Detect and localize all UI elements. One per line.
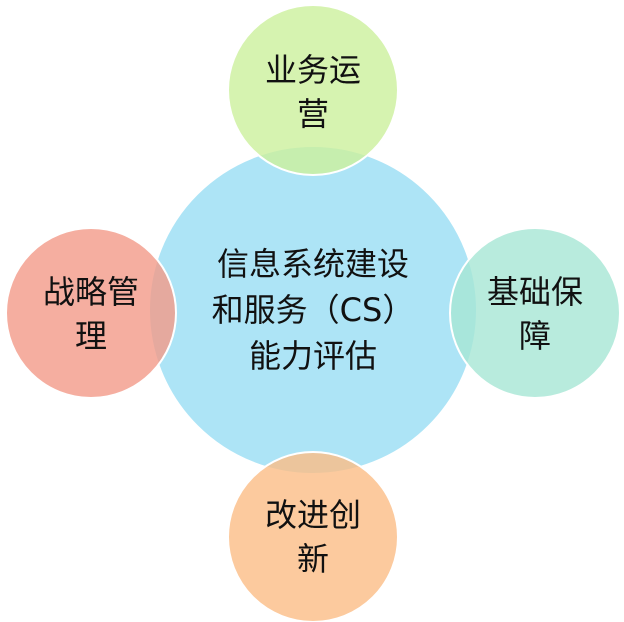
right-line-2: 障 <box>518 317 551 355</box>
right-line-1: 基础保 <box>486 273 583 311</box>
right-node-label: 基础保 障 <box>455 270 615 358</box>
left-line-1: 战略管 <box>42 273 139 311</box>
top-line-2: 营 <box>296 95 329 133</box>
bottom-line-1: 改进创 <box>264 496 361 534</box>
left-circle <box>5 227 177 399</box>
left-node-label: 战略管 理 <box>11 270 171 358</box>
bottom-circle <box>227 451 399 622</box>
left-line-2: 理 <box>74 317 107 355</box>
bottom-line-2: 新 <box>296 540 329 578</box>
top-line-1: 业务运 <box>264 51 361 89</box>
center-label: 信息系统建设 和服务（CS） 能力评估 <box>163 241 463 379</box>
top-circle <box>227 4 399 176</box>
right-circle <box>449 227 621 399</box>
top-node-label: 业务运 营 <box>233 48 393 136</box>
bottom-node-label: 改进创 新 <box>233 493 393 581</box>
center-line-3: 能力评估 <box>248 337 377 375</box>
center-line-1: 信息系统建设 <box>216 245 409 283</box>
center-line-2: 和服务（CS） <box>211 291 415 329</box>
